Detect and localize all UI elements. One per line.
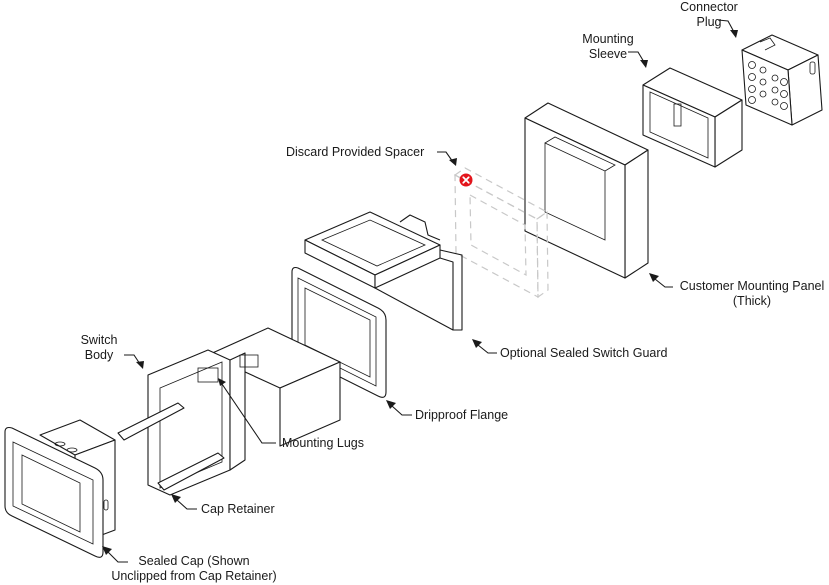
callout-customer-panel: Customer Mounting Panel (Thick): [676, 279, 828, 309]
discard-spacer-part: [453, 167, 549, 299]
callout-mounting-sleeve-line2: Sleeve: [588, 47, 628, 61]
callout-optional-guard: Optional Sealed Switch Guard: [500, 346, 668, 360]
callout-switch-body-line2: Body: [84, 348, 114, 362]
leader-mounting-sleeve: [628, 51, 648, 68]
leader-cap-retainer: [171, 494, 197, 510]
x-circle-icon: [459, 173, 473, 187]
leader-mounting-lugs: [218, 378, 276, 444]
callout-connector-plug-line2: Plug: [696, 15, 722, 29]
callout-mounting-lugs: Mounting Lugs: [282, 436, 365, 450]
callout-mounting-sleeve: Mounting Sleeve: [568, 32, 648, 62]
callout-dripproof-flange: Dripproof Flange: [415, 408, 509, 422]
leader-customer-panel: [649, 273, 673, 288]
callout-customer-panel-line2: (Thick): [732, 294, 772, 308]
leader-sealed-cap: [102, 546, 128, 563]
callout-discard-spacer: Discard Provided Spacer: [286, 145, 425, 159]
leader-discard-spacer: [437, 151, 457, 166]
leader-optional-guard: [472, 339, 497, 354]
mounting-sleeve-part: [642, 67, 743, 168]
optional-sealed-switch-guard-part: [304, 211, 463, 331]
callout-connector-plug-line1: Connector: [680, 0, 738, 14]
leader-connector-plug: [717, 19, 738, 38]
callout-connector-plug: Connector Plug: [669, 0, 749, 30]
callout-sealed-cap: Sealed Cap (Shown Unclipped from Cap Ret…: [104, 554, 284, 584]
connector-plug-part: [741, 34, 823, 126]
callout-switch-body-line1: Switch: [80, 333, 118, 347]
leader-switch-body: [124, 354, 144, 369]
callout-sealed-cap-line2: Unclipped from Cap Retainer): [111, 569, 277, 583]
customer-mounting-panel-part: [524, 102, 649, 279]
connector-pins: [748, 61, 788, 110]
callout-customer-panel-line1: Customer Mounting Panel: [679, 279, 825, 293]
callout-switch-body: Switch Body: [74, 333, 124, 363]
callout-cap-retainer: Cap Retainer: [201, 502, 275, 516]
leader-dripproof-flange: [386, 400, 412, 416]
callout-mounting-sleeve-line1: Mounting: [582, 32, 634, 46]
sealed-cap-part: [4, 419, 116, 558]
callout-sealed-cap-line1: Sealed Cap (Shown: [138, 554, 250, 568]
switch-body-part: [117, 327, 341, 496]
